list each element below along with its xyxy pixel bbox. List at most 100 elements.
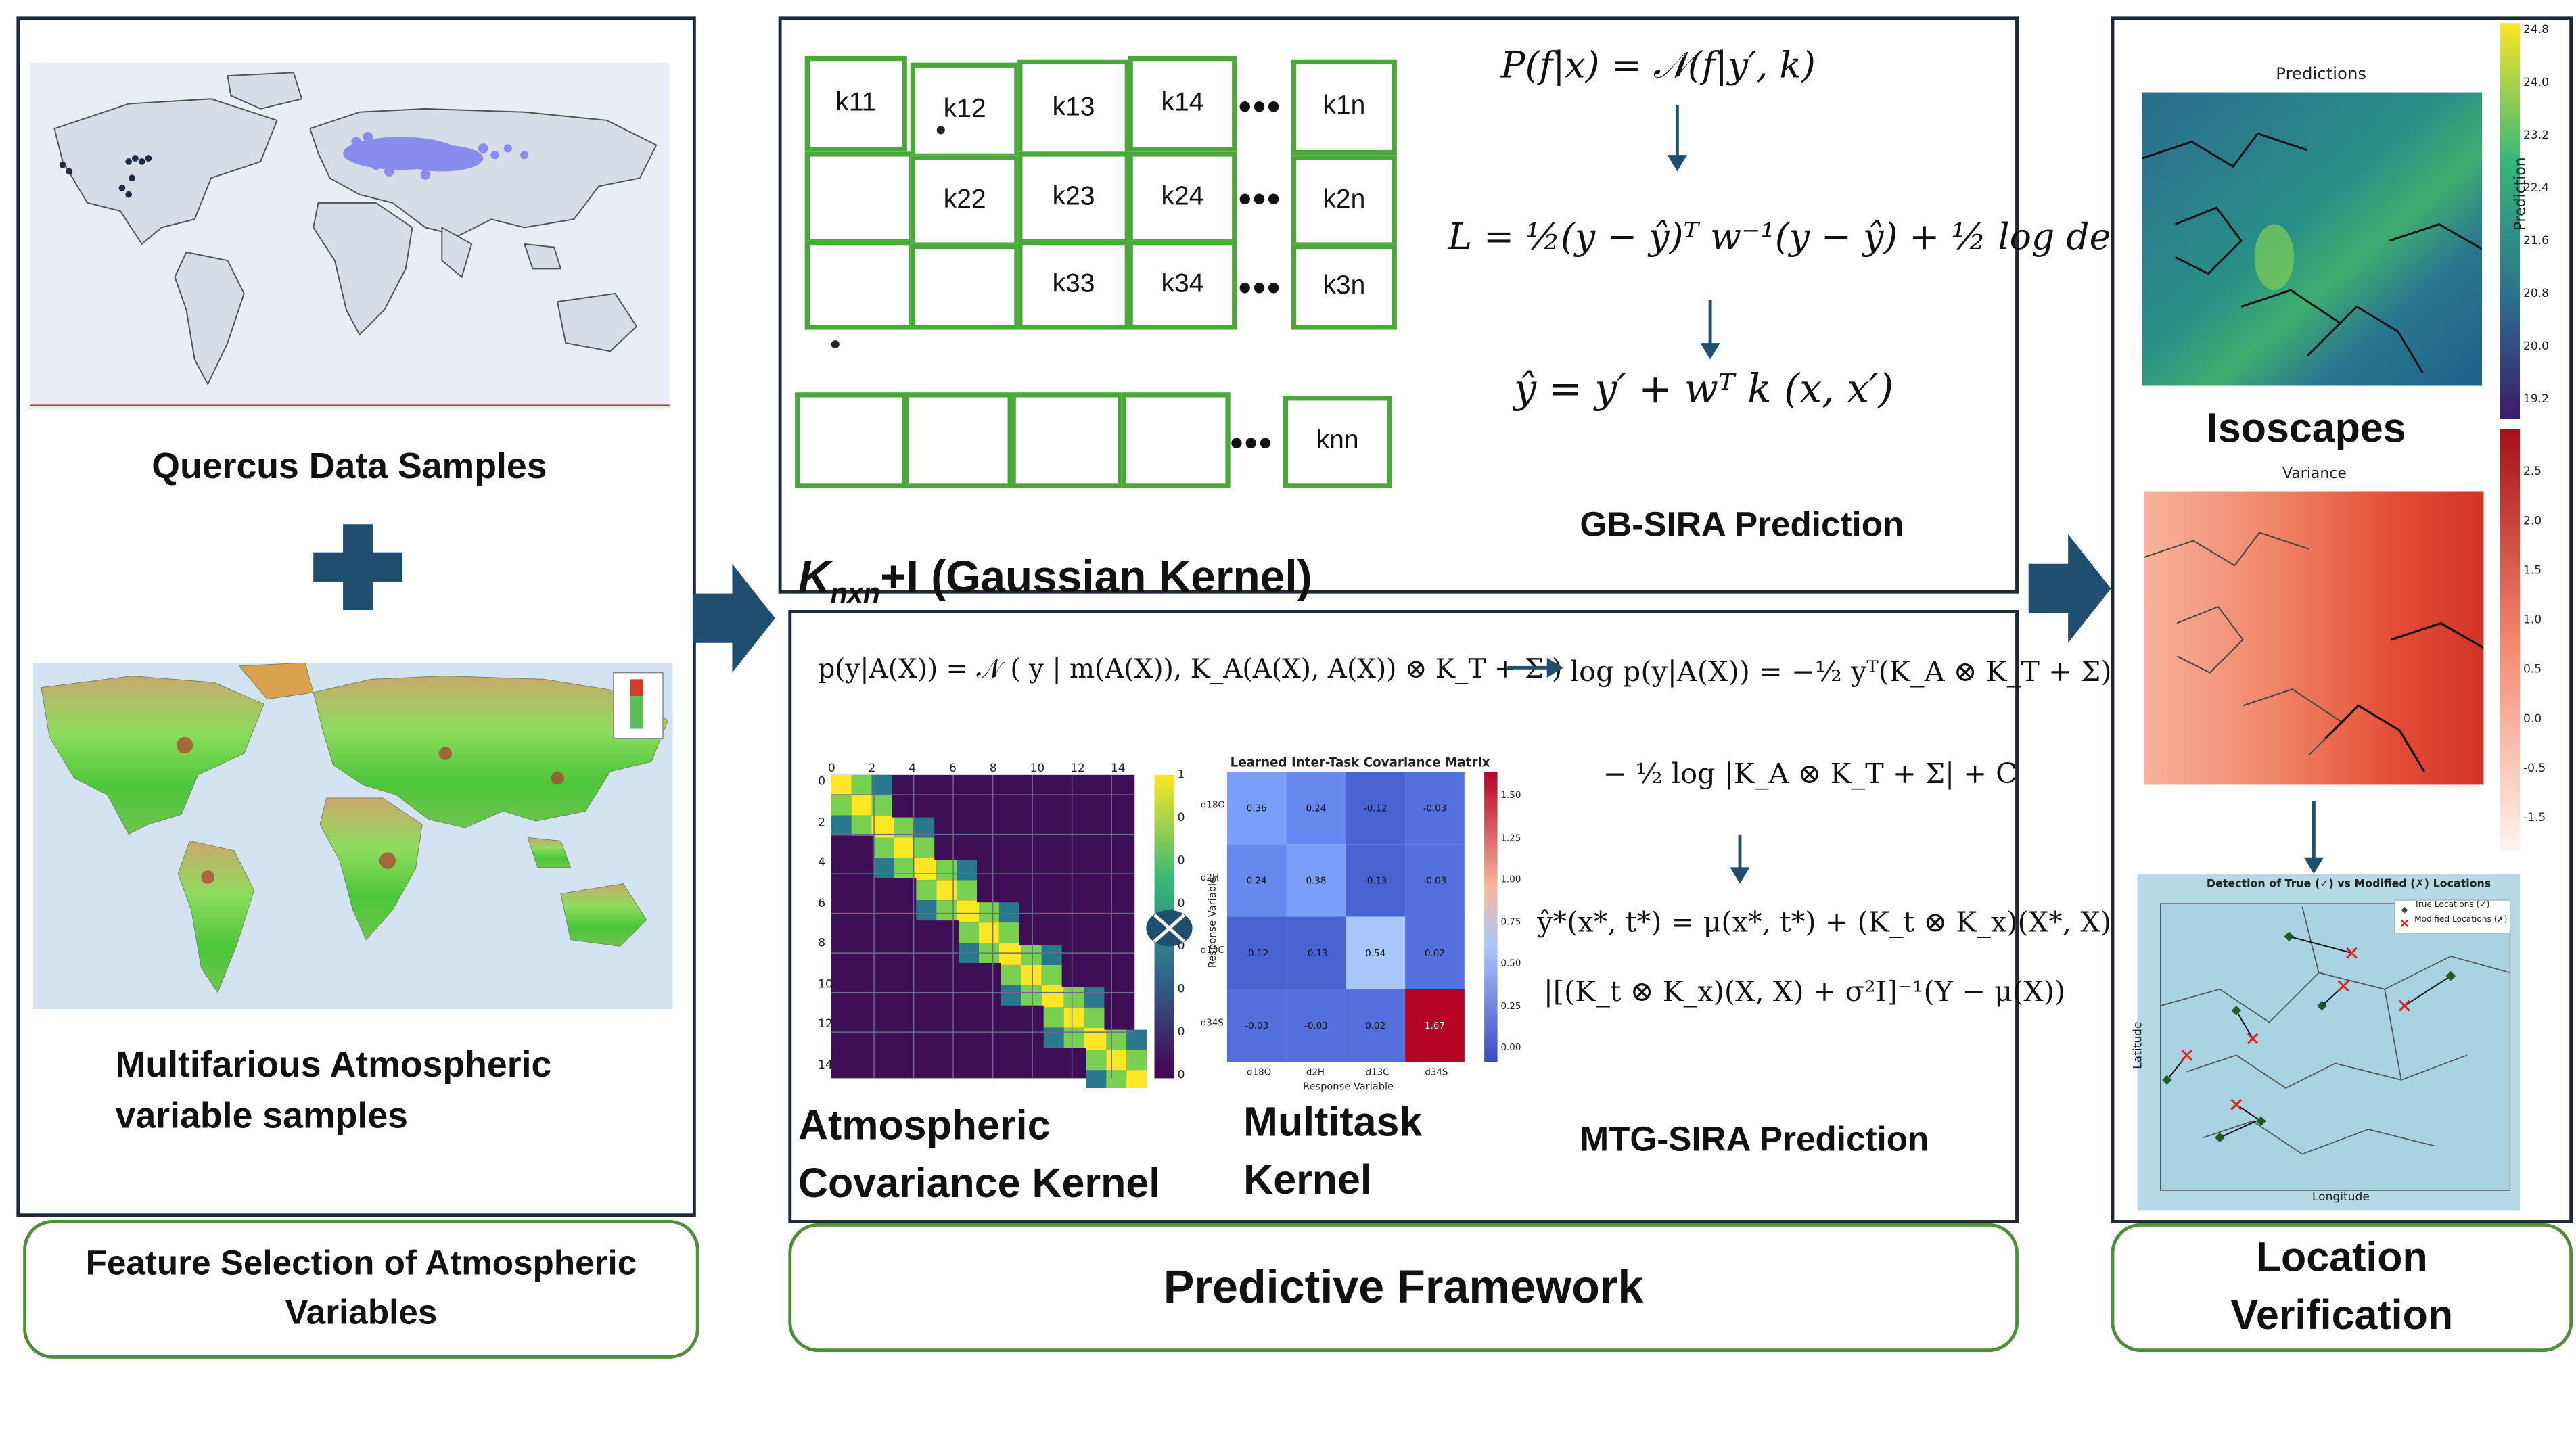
cov-cbar-tick: 0 — [1177, 897, 1185, 910]
mt-cell-value: 0.02 — [1425, 949, 1445, 959]
gaussian-kernel-rest: +I (Gaussian Kernel) — [880, 552, 1312, 602]
mt-cbar-tick: 1.50 — [1500, 791, 1521, 801]
cov-block-cell — [1063, 1027, 1084, 1048]
cov-y-tick: 6 — [818, 895, 826, 910]
mt-cell-value: -0.12 — [1245, 949, 1268, 959]
mt-cbar-tick: 0.75 — [1500, 917, 1521, 928]
mt-row-label: d34S — [1200, 1018, 1224, 1029]
cov-block-cell — [1084, 1007, 1105, 1028]
atmospheric-covariance-heatmap — [831, 774, 1174, 1089]
kronecker-product-icon — [1146, 910, 1193, 947]
pred-cbar-label: Prediction — [2513, 157, 2530, 231]
cov-y-tick: 2 — [818, 815, 826, 829]
cov-y-tick: 10 — [818, 977, 833, 990]
kernel-cell-k23: k23 — [1017, 151, 1130, 244]
cov-block-cell — [873, 837, 894, 858]
kernel-cell-k33: k33 — [1017, 240, 1130, 330]
gaussian-kernel-k: K — [798, 552, 831, 602]
mt-cell — [1405, 844, 1465, 917]
cov-cbar-tick: 0 — [1177, 853, 1185, 868]
cov-block-cell — [1021, 985, 1042, 1006]
right-caption: Location Verification — [2111, 1223, 2573, 1353]
cov-block-cell — [916, 880, 937, 901]
cov-block-cell — [1106, 1050, 1127, 1071]
cov-block-cell — [1001, 985, 1021, 1006]
gaussian-kernel-label: Knxn+I (Gaussian Kernel) — [798, 501, 1312, 611]
kernel-cell-k2n: k2n — [1291, 155, 1397, 248]
kernel-cell-rnc2 — [903, 392, 1013, 488]
mt-cell — [1286, 989, 1346, 1062]
cov-cbar-tick: 0 — [1177, 811, 1185, 824]
mt-cell — [1226, 916, 1287, 989]
mt-cell-value: -0.13 — [1364, 876, 1387, 887]
cov-y-tick: 14 — [818, 1057, 833, 1071]
kernel-cell-k14: k14 — [1128, 55, 1237, 152]
mt-cell — [1286, 916, 1346, 989]
mt-cell-value: 0.54 — [1365, 949, 1385, 959]
mt-cell-value: -0.03 — [1423, 803, 1447, 814]
cov-cbar-tick: 0 — [1177, 982, 1185, 996]
var-cbar-tick: 1.5 — [2523, 563, 2542, 578]
arrow-left-to-middle — [692, 563, 775, 673]
cov-block-cell — [831, 795, 852, 816]
mt-cbar-tick: 1.25 — [1500, 833, 1521, 843]
var-cbar-tick: 1.0 — [2523, 613, 2542, 627]
cov-block-cell — [1021, 945, 1042, 965]
location-detection-plot — [2137, 874, 2521, 1211]
cov-block-cell — [851, 795, 872, 816]
cov-block-cell — [998, 922, 1019, 943]
cov-block-cell — [979, 922, 999, 943]
cov-y-tick: 0 — [818, 774, 826, 789]
cov-block-cell — [894, 837, 915, 858]
kernel-cell-k11: k11 — [804, 55, 907, 152]
variance-colorbar — [2500, 428, 2521, 851]
kernel-cell-k1n: k1n — [1291, 59, 1397, 156]
var-cbar-tick: -0.5 — [2523, 761, 2546, 775]
pred-cbar-tick: 24.8 — [2523, 23, 2550, 37]
cov-y-tick: 8 — [818, 936, 826, 950]
cov-block-cell — [873, 858, 894, 878]
mt-cell-value: 0.24 — [1306, 803, 1327, 814]
pred-cbar-tick: 24.0 — [2523, 76, 2550, 89]
cov-block-cell — [1086, 1050, 1107, 1071]
var-title: Variance — [2282, 466, 2347, 484]
kernel-cell-k34: k34 — [1128, 240, 1237, 330]
pred-cbar-tick: 20.0 — [2523, 339, 2550, 353]
gaussian-kernel-sub: nxn — [830, 578, 881, 609]
mt-cbar-tick: 0.25 — [1500, 1002, 1521, 1012]
mt-xlabel: Response Variable — [1302, 1081, 1394, 1094]
mt-cell — [1226, 771, 1287, 845]
left-caption: Feature Selection of Atmospheric Variabl… — [23, 1220, 699, 1359]
detect-title: Detection of True (✓) vs Modified (✗) Lo… — [2206, 876, 2491, 891]
kernel-cell-knn: knn — [1283, 396, 1392, 488]
atm-kernel-label: Atmospheric Covariance Kernel — [798, 1102, 1161, 1207]
gb-arrow-2 — [1700, 300, 1720, 360]
kernel-cell-rnc1 — [795, 392, 907, 488]
cov-cbar-tick: 0 — [1177, 1025, 1185, 1039]
mt-col-label: d34S — [1425, 1068, 1448, 1079]
cov-block-cell — [998, 902, 1019, 923]
mt-cell-value: 0.36 — [1247, 803, 1267, 814]
mtg-sira-label: MTG-SIRA Prediction — [1580, 1121, 1929, 1159]
mt-cell — [1405, 916, 1465, 989]
mt-title: Learned Inter-Task Covariance Matrix — [1230, 755, 1490, 770]
gb-equation-1: P(f|x) = 𝒩(f|y′, k) — [1500, 46, 1816, 88]
mt-cell — [1346, 844, 1406, 917]
cov-x-tick: 0 — [827, 761, 835, 775]
pred-cbar-tick: 19.2 — [2523, 392, 2550, 406]
var-cbar-tick: -1.5 — [2523, 811, 2546, 824]
cov-block-cell — [1001, 945, 1021, 965]
atmospheric-variable-map — [32, 663, 673, 1009]
cov-block-cell — [959, 902, 980, 923]
cov-x-tick: 6 — [949, 761, 957, 775]
kernel-cell-k12: k12 — [910, 62, 1019, 159]
cov-cbar-tick: 1 — [1177, 768, 1185, 782]
cov-block-cell — [1043, 987, 1064, 1008]
detect-xlabel: Longitude — [2312, 1190, 2370, 1204]
cov-block-cell — [871, 774, 892, 795]
mt-cell — [1346, 989, 1406, 1062]
cov-block-cell — [1126, 1029, 1147, 1050]
pred-cbar-tick: 20.8 — [2523, 287, 2550, 300]
cov-block-cell — [1043, 1027, 1064, 1048]
